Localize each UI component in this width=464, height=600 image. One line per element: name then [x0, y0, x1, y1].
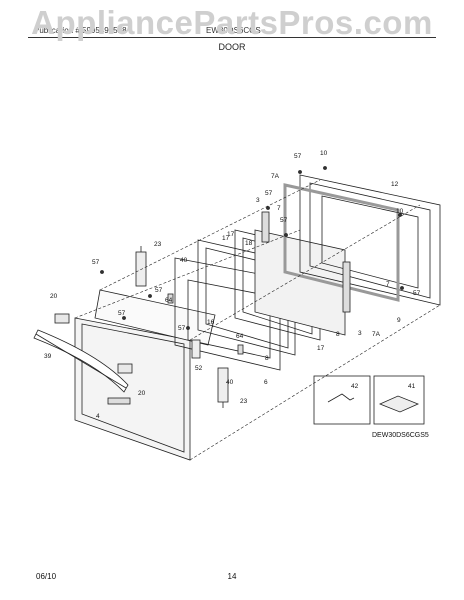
insulation-blanket [254, 229, 346, 336]
callout-label: 4 [96, 413, 100, 420]
diagram-model-code: DEW30DS6CGS5 [372, 432, 429, 439]
hinge-top [135, 246, 147, 287]
side-bracket-right [342, 261, 351, 313]
callout-label: 7A [271, 173, 280, 180]
bottom-bracket [191, 339, 201, 359]
callout-label: 39 [44, 353, 52, 360]
part-42-bracket [327, 393, 355, 403]
callout-label: 3 [358, 330, 362, 337]
section-title: DOOR [218, 42, 246, 52]
callout-label: 20 [50, 293, 58, 300]
door-handle [33, 329, 129, 393]
callout-label: 40 [226, 379, 234, 386]
door-liner [299, 174, 441, 306]
callout-label: 64 [165, 297, 173, 304]
publication-number: Publication # 5995493518 [34, 26, 127, 35]
callout-label: 57 [280, 217, 288, 224]
callout-label: 7 [386, 281, 390, 288]
callout-label: 42 [351, 383, 359, 390]
clip-right [237, 344, 244, 355]
door-trim [94, 289, 216, 346]
footer-date: 06/10 [36, 572, 57, 581]
callout-label: 23 [154, 241, 162, 248]
callout-label: 6 [264, 379, 268, 386]
callout-label: 57 [413, 290, 421, 297]
watermark-logo: AppliancePartsPros.com [31, 4, 433, 41]
door-gasket [283, 183, 400, 302]
hinge-bottom [217, 367, 229, 408]
callout-label: 10 [320, 150, 328, 157]
callout-label: 57 [92, 259, 100, 266]
callout-label: 20 [138, 390, 146, 397]
callout-label: 16 [207, 319, 215, 326]
callout-label: 9 [397, 317, 401, 324]
model-number: EW30DS6CGS [206, 26, 261, 35]
callout-label: 8 [265, 355, 269, 362]
callout-label: 41 [408, 383, 416, 390]
side-bracket-top [261, 211, 270, 243]
callout-label: 57 [265, 190, 273, 197]
callout-label: 3 [256, 197, 260, 204]
callout-label: 8 [336, 331, 340, 338]
detail-box-41 [373, 375, 425, 425]
handle-mount-left [54, 313, 70, 324]
door-outer-panel [74, 317, 191, 461]
callout-label: 52 [195, 365, 203, 372]
callout-label: 17 [222, 235, 230, 242]
callout-label: 57 [178, 325, 186, 332]
callout-label: 18 [245, 240, 253, 247]
callout-label: 12 [391, 181, 399, 188]
header-rule [28, 37, 436, 38]
callout-label: 40 [180, 257, 188, 264]
callout-label: 64 [236, 333, 244, 340]
callout-label: 57 [118, 310, 126, 317]
detail-box-42 [313, 375, 371, 425]
callout-label: 17 [317, 345, 325, 352]
callout-label: 10 [396, 208, 404, 215]
part-41-clip [378, 395, 420, 413]
clip-left [167, 293, 174, 304]
callout-label: 7 [277, 205, 281, 212]
callout-label: 57 [155, 287, 163, 294]
callout-label: 23 [240, 398, 248, 405]
handle-mount-right [117, 363, 133, 374]
footer-page-number: 14 [227, 572, 237, 581]
callout-label: 7A [372, 331, 381, 338]
callout-label: 57 [294, 153, 302, 160]
callout-label: 17 [227, 231, 235, 238]
